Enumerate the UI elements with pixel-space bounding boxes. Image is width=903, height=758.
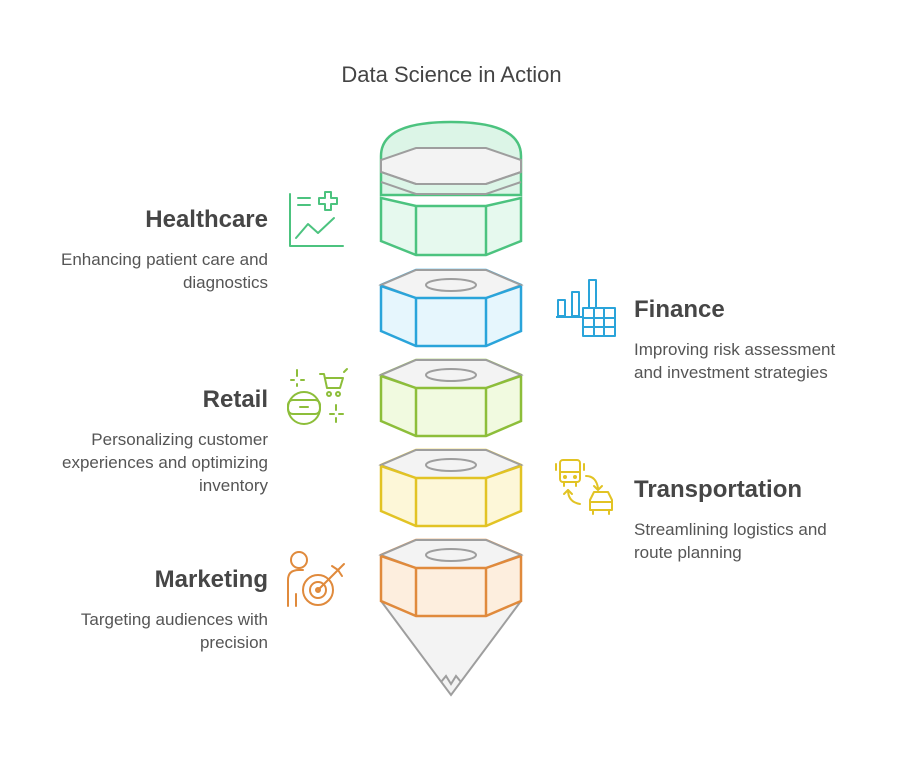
desc-transportation: Streamlining logistics and route plannin… — [634, 520, 827, 562]
heading-healthcare: Healthcare — [145, 206, 268, 233]
retail-segment — [378, 358, 524, 438]
marketing-target-icon — [287, 551, 345, 607]
finance-segment — [378, 268, 524, 348]
desc-finance: Improving risk assessment and investment… — [634, 340, 836, 382]
healthcare-chart-icon — [289, 191, 344, 247]
desc-retail: Personalizing customer experiences and o… — [61, 430, 268, 495]
marketing-segment — [378, 538, 524, 697]
label-finance: Finance Improving risk assessment and in… — [634, 296, 835, 384]
heading-marketing: Marketing — [154, 566, 268, 593]
label-retail: Retail Personalizing customer experience… — [62, 386, 268, 497]
heading-retail: Retail — [202, 386, 268, 413]
desc-healthcare: Enhancing patient care and diagnostics — [61, 250, 268, 292]
retail-vr-cart-icon — [287, 368, 348, 425]
label-transportation: Transportation Streamlining logistics an… — [634, 476, 827, 564]
heading-finance: Finance — [634, 296, 725, 323]
transportation-segment — [378, 448, 524, 528]
desc-marketing: Targeting audiences with precision — [80, 610, 268, 652]
finance-chart-icon — [556, 279, 616, 337]
label-healthcare: Healthcare Enhancing patient care and di… — [61, 206, 268, 294]
label-marketing: Marketing Targeting audiences with preci… — [81, 566, 268, 654]
healthcare-segment — [379, 120, 523, 257]
transportation-bus-car-icon — [555, 459, 613, 515]
heading-transportation: Transportation — [634, 476, 803, 503]
diagram-title: Data Science in Action — [341, 62, 562, 87]
